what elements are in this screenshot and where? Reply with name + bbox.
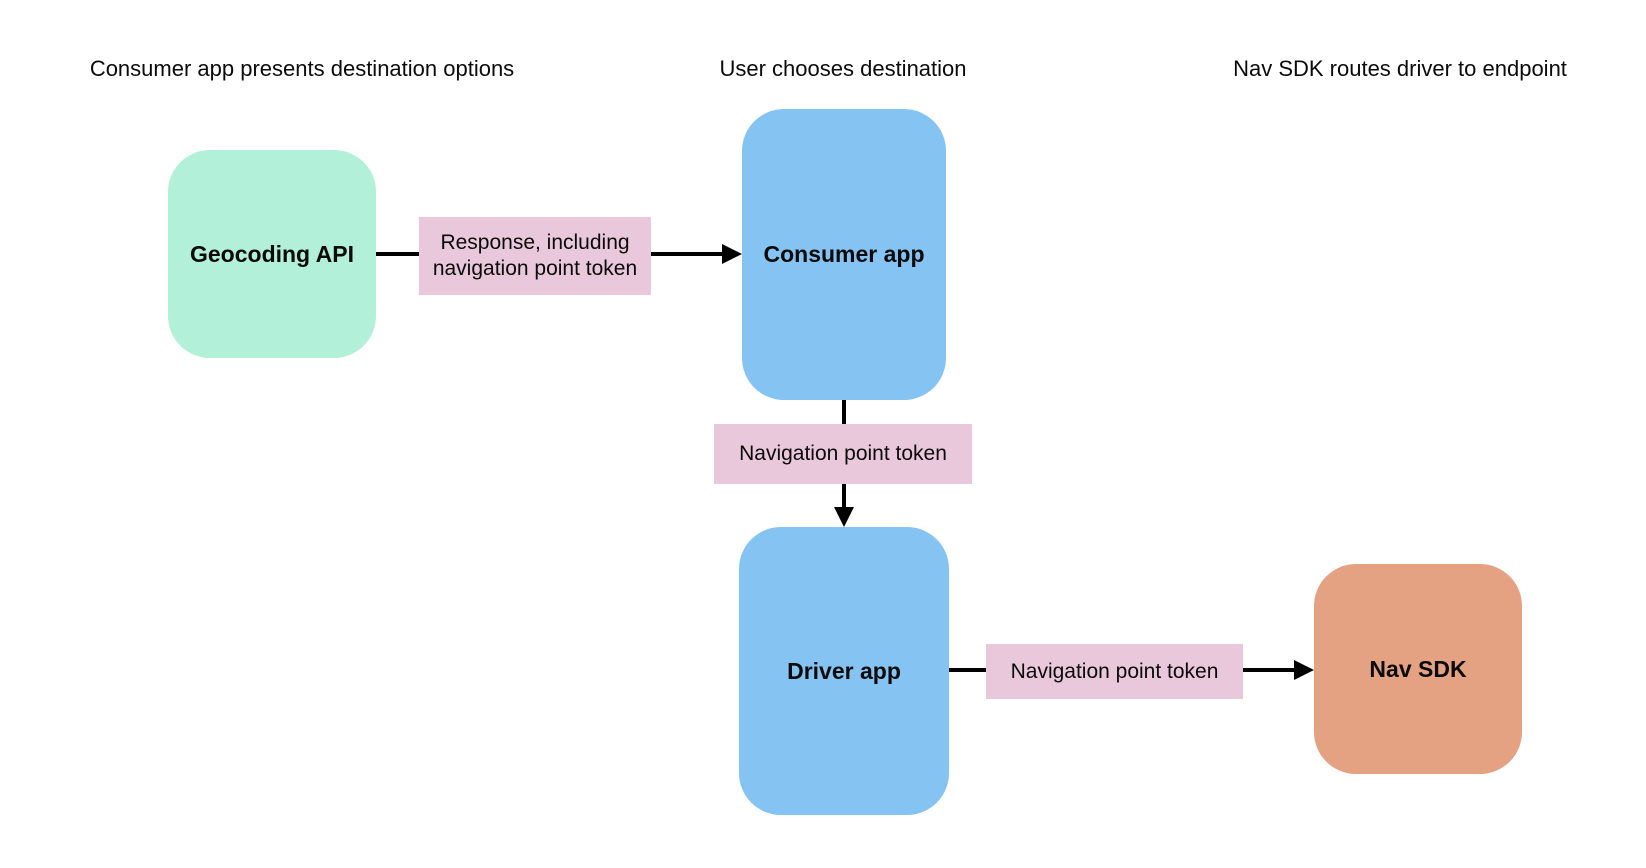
node-consumer-app-label: Consumer app xyxy=(763,241,925,267)
node-nav-sdk: Nav SDK xyxy=(1314,564,1522,774)
edge-label-geocoding-to-consumer: Response, including navigation point tok… xyxy=(419,217,651,295)
phase-header-user-chooses: User chooses destination xyxy=(719,56,967,81)
phase-header-navsdk-routes: Nav SDK routes driver to endpoint xyxy=(1233,56,1567,81)
edge-label-consumer-to-driver: Navigation point token xyxy=(714,424,972,484)
node-driver-app: Driver app xyxy=(739,527,949,815)
node-geocoding-api: Geocoding API xyxy=(168,150,376,358)
node-consumer-app: Consumer app xyxy=(742,109,946,400)
node-driver-app-label: Driver app xyxy=(787,657,901,684)
phase-header-consumer-presents: Consumer app presents destination option… xyxy=(89,56,515,81)
edge-label-driver-to-navsdk: Navigation point token xyxy=(986,644,1243,699)
node-nav-sdk-label: Nav SDK xyxy=(1369,655,1467,682)
node-geocoding-api-label: Geocoding API xyxy=(190,240,354,267)
